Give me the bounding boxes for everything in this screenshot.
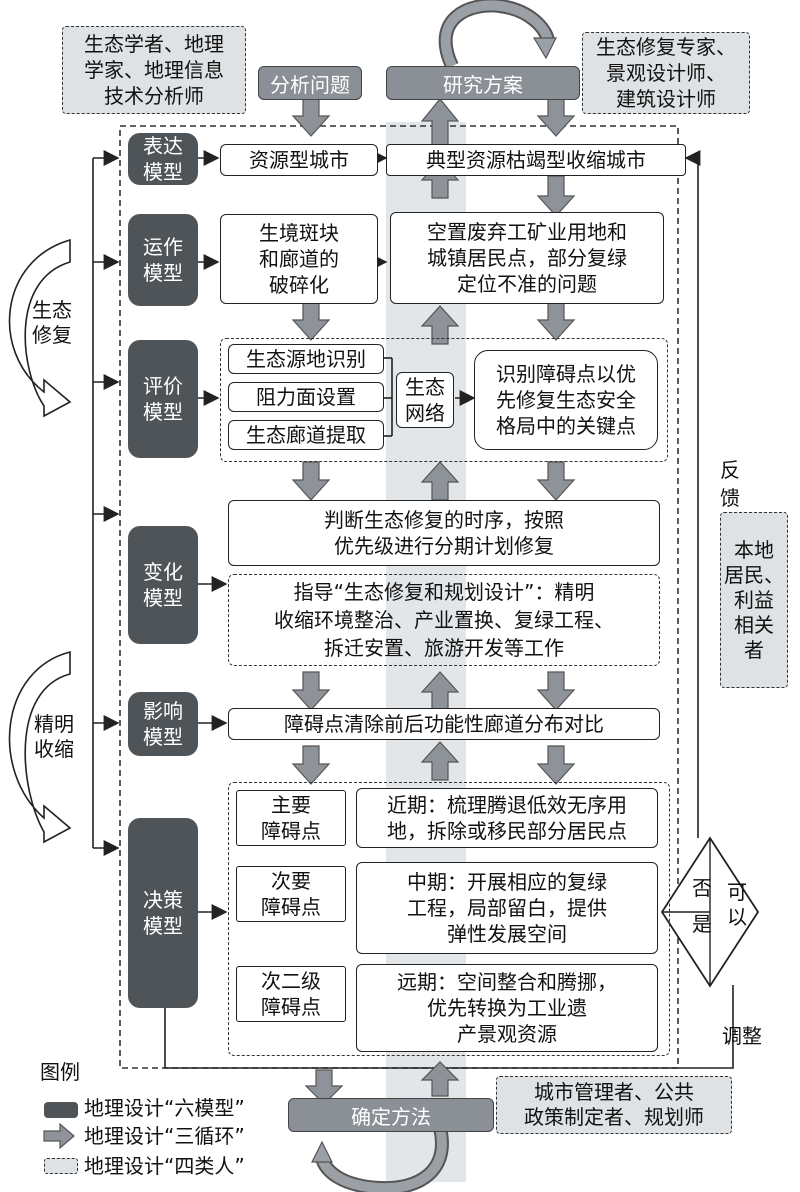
resistance-surface-box: 阻力面设置 — [228, 382, 384, 412]
habitat-fragmentation-box: 生境斑块 和廊道的 破碎化 — [220, 214, 378, 304]
legend-four-people: 地理设计“四类人” — [84, 1154, 245, 1178]
role-ecologists: 生态学者、地理 学家、地理信息 技术分析师 — [62, 26, 246, 114]
primary-barrier-box: 主要 障碍点 — [236, 790, 346, 846]
eco-network-box: 生态 网络 — [396, 372, 454, 428]
model-evaluation: 评价 模型 — [128, 340, 198, 458]
smart-shrink-label: 精明 收缩 — [34, 712, 74, 761]
corridor-comparison-box: 障碍点清除前后功能性廊道分布对比 — [228, 708, 660, 740]
determine-method-bar: 确定方法 — [288, 1098, 494, 1132]
tertiary-barrier-box: 次二级 障碍点 — [236, 966, 346, 1022]
abandoned-land-box: 空置废弃工矿业用地和 城镇居民点，部分复绿 定位不准的问题 — [390, 212, 664, 304]
long-term-box: 远期：空间整合和腾挪， 优先转换为工业遗 产景观资源 — [356, 964, 658, 1052]
planning-guidance-text: 指导“生态修复和规划设计”：精明 收缩环境整治、产业置换、复绿工程、 拆迁安置、… — [274, 580, 614, 660]
model-impact: 影响 模型 — [128, 692, 198, 756]
decision-group — [228, 782, 670, 1056]
resource-city-box: 资源型城市 — [220, 144, 378, 176]
legend-six-models-swatch — [44, 1102, 78, 1118]
legend-four-people-swatch — [44, 1158, 78, 1174]
role-restoration-experts: 生态修复专家、 景观设计师、 建筑设计师 — [582, 32, 750, 114]
eco-restore-label: 生态 修复 — [32, 298, 72, 347]
legend-three-cycles: 地理设计“三循环” — [84, 1124, 245, 1148]
diamond-is: 是 — [692, 912, 712, 936]
feedback-label: 反 馈 — [720, 458, 740, 510]
eco-corridor-box: 生态廊道提取 — [228, 420, 384, 450]
model-decision: 决策 模型 — [128, 818, 198, 1008]
eco-source-box: 生态源地识别 — [228, 344, 384, 374]
planning-guidance-box — [228, 574, 660, 666]
legend-six-models: 地理设计“六模型” — [84, 1096, 245, 1120]
research-plan-bar: 研究方案 — [386, 66, 580, 100]
model-change: 变化 模型 — [128, 526, 198, 644]
diamond-yes: 可 以 — [727, 880, 747, 929]
model-operation: 运作 模型 — [128, 214, 198, 306]
restoration-sequence-box: 判断生态修复的时序，按照 优先级进行分期计划修复 — [228, 500, 660, 566]
near-term-box: 近期：梳理腾退低效无序用 地，拆除或移民部分居民点 — [356, 788, 658, 848]
role-managers: 城市管理者、公共 政策制定者、规划师 — [496, 1076, 732, 1134]
mid-term-box: 中期：开展相应的复绿 工程，局部留白，提供 弹性发展空间 — [356, 862, 658, 954]
secondary-barrier-box: 次要 障碍点 — [236, 866, 346, 922]
legend-title: 图例 — [40, 1060, 80, 1084]
adjust-label: 调整 — [722, 1024, 762, 1048]
shrinking-city-box: 典型资源枯竭型收缩城市 — [386, 144, 686, 176]
model-expression: 表达 模型 — [128, 133, 198, 185]
evaluation-group — [220, 338, 668, 462]
role-local-residents: 本地 居民、 利益 相关 者 — [720, 512, 788, 688]
analyze-problem-bar: 分析问题 — [258, 66, 362, 100]
barrier-identification-box: 识别障碍点以优 先修复生态安全 格局中的关键点 — [474, 350, 658, 450]
diamond-no: 否 — [692, 876, 712, 900]
